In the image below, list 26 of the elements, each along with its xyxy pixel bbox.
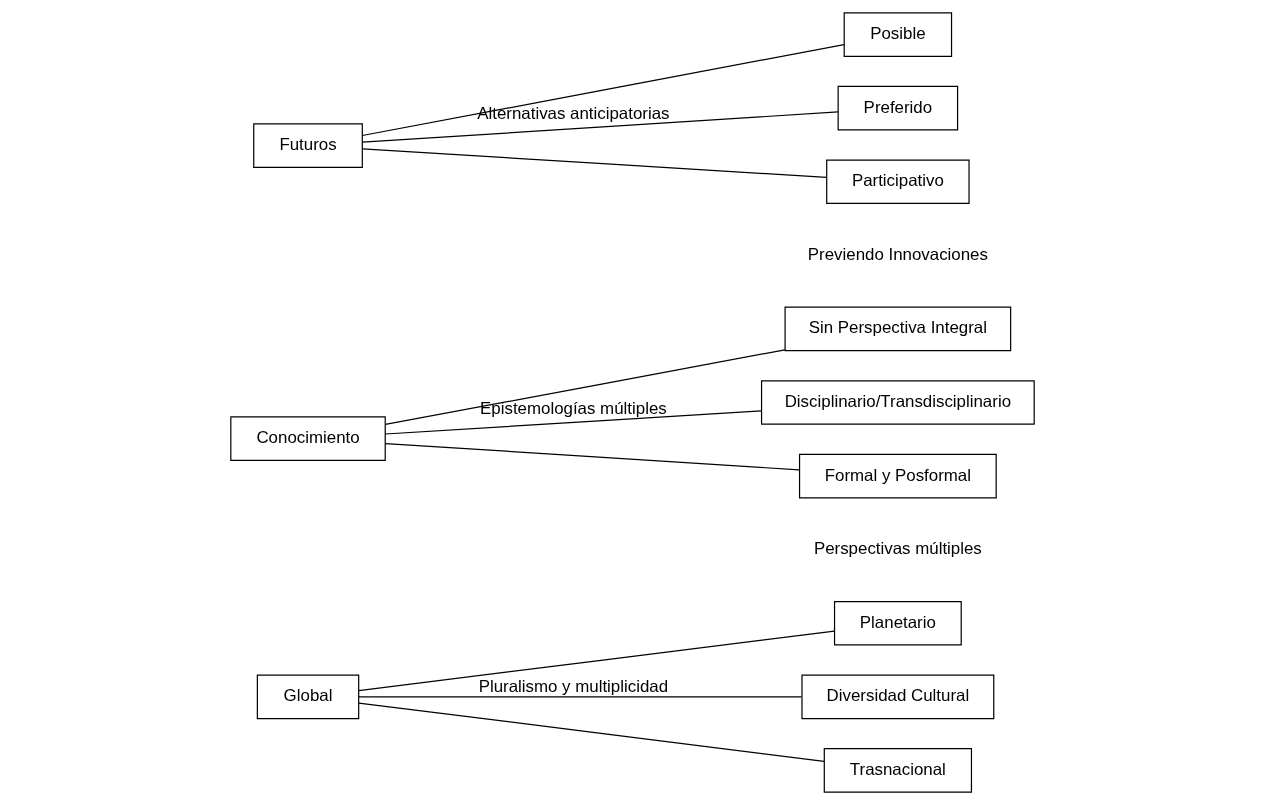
connector [357, 630, 835, 692]
connector [384, 349, 786, 426]
connector [357, 696, 802, 698]
node-box: Formal y Posformal [798, 453, 997, 499]
node-box: Preferido [837, 85, 958, 131]
node-box: Diversidad Cultural [800, 674, 994, 720]
node-box: Posible [843, 12, 952, 57]
edge-label: Pluralismo y multiplicidad [478, 677, 668, 697]
node-box: Participativo [825, 159, 970, 205]
connector [357, 702, 825, 762]
connector [361, 43, 845, 137]
label: Perspectivas múltiples [813, 539, 982, 559]
label: Previendo Innovaciones [807, 244, 988, 264]
node-box: Futuros [252, 123, 363, 168]
node-box: Planetario [833, 600, 962, 646]
connector [361, 111, 839, 143]
node-box: Global [256, 674, 359, 720]
edge-label: Epistemologías múltiples [479, 398, 667, 418]
node-box: Disciplinario/Transdisciplinario [760, 380, 1035, 425]
node-box: Conocimiento [229, 416, 386, 461]
connector [384, 410, 762, 435]
node-box: Sin Perspectiva Integral [784, 306, 1011, 352]
node-box: Trasnacional [823, 748, 972, 793]
edge-label: Alternativas anticipatorias [476, 104, 670, 124]
connector [361, 148, 827, 179]
connector [384, 442, 800, 471]
